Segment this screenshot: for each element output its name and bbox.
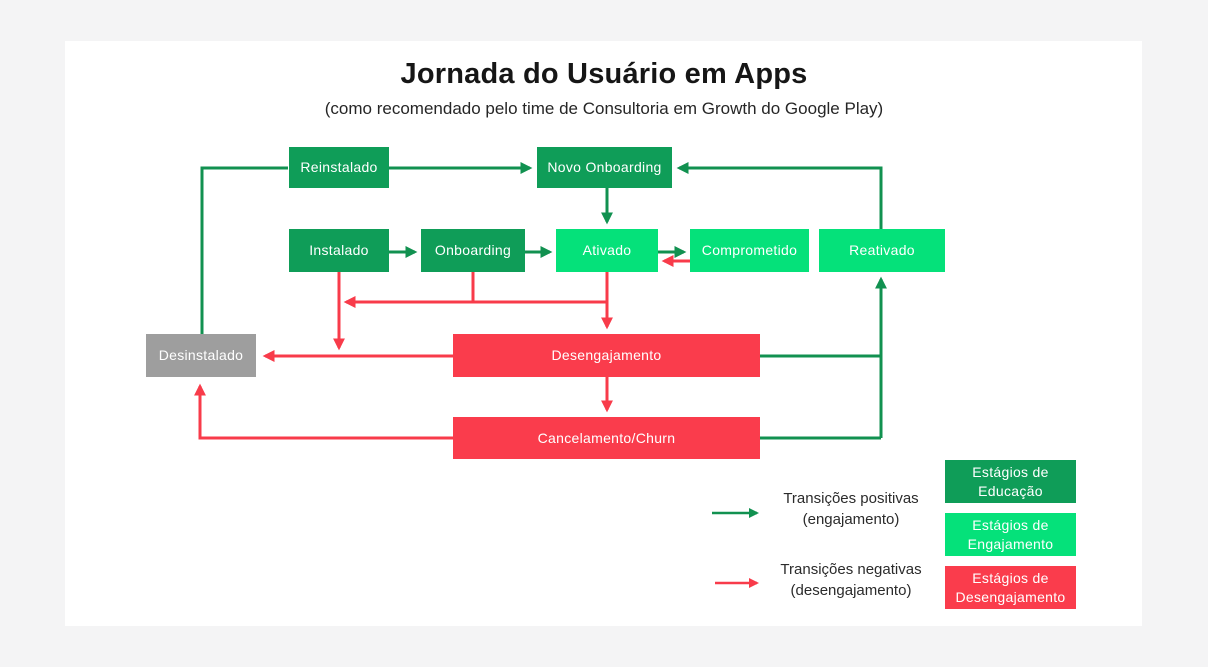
legend-negative-line2: (desengajamento) — [790, 582, 912, 599]
legend-positive-line1: Transições positivas — [783, 490, 919, 507]
node-comprometido: Comprometido — [690, 229, 809, 272]
legend-stage-engajamento: Estágios de Engajamento — [945, 513, 1076, 556]
node-ativado: Ativado — [556, 229, 658, 272]
node-reinstalado: Reinstalado — [289, 147, 389, 188]
node-novo-onboarding: Novo Onboarding — [537, 147, 672, 188]
page-subtitle: (como recomendado pelo time de Consultor… — [324, 99, 884, 118]
legend-stage-educacao: Estágios de Educação — [945, 460, 1076, 503]
node-reativado: Reativado — [819, 229, 945, 272]
node-onboarding: Onboarding — [421, 229, 525, 272]
legend-positive-line2: (engajamento) — [802, 511, 900, 528]
legend-positive-label: Transições positivas (engajamento) — [766, 488, 936, 530]
legend-negative-label: Transições negativas (desengajamento) — [766, 559, 936, 601]
node-desinstalado: Desinstalado — [146, 334, 256, 377]
page-title: Jornada do Usuário em Apps — [400, 58, 808, 90]
legend-stage-desengajamento: Estágios de Desengajamento — [945, 566, 1076, 609]
node-cancelamento-churn: Cancelamento/Churn — [453, 417, 760, 459]
node-instalado: Instalado — [289, 229, 389, 272]
node-desengajamento: Desengajamento — [453, 334, 760, 377]
legend-negative-line1: Transições negativas — [780, 561, 922, 578]
